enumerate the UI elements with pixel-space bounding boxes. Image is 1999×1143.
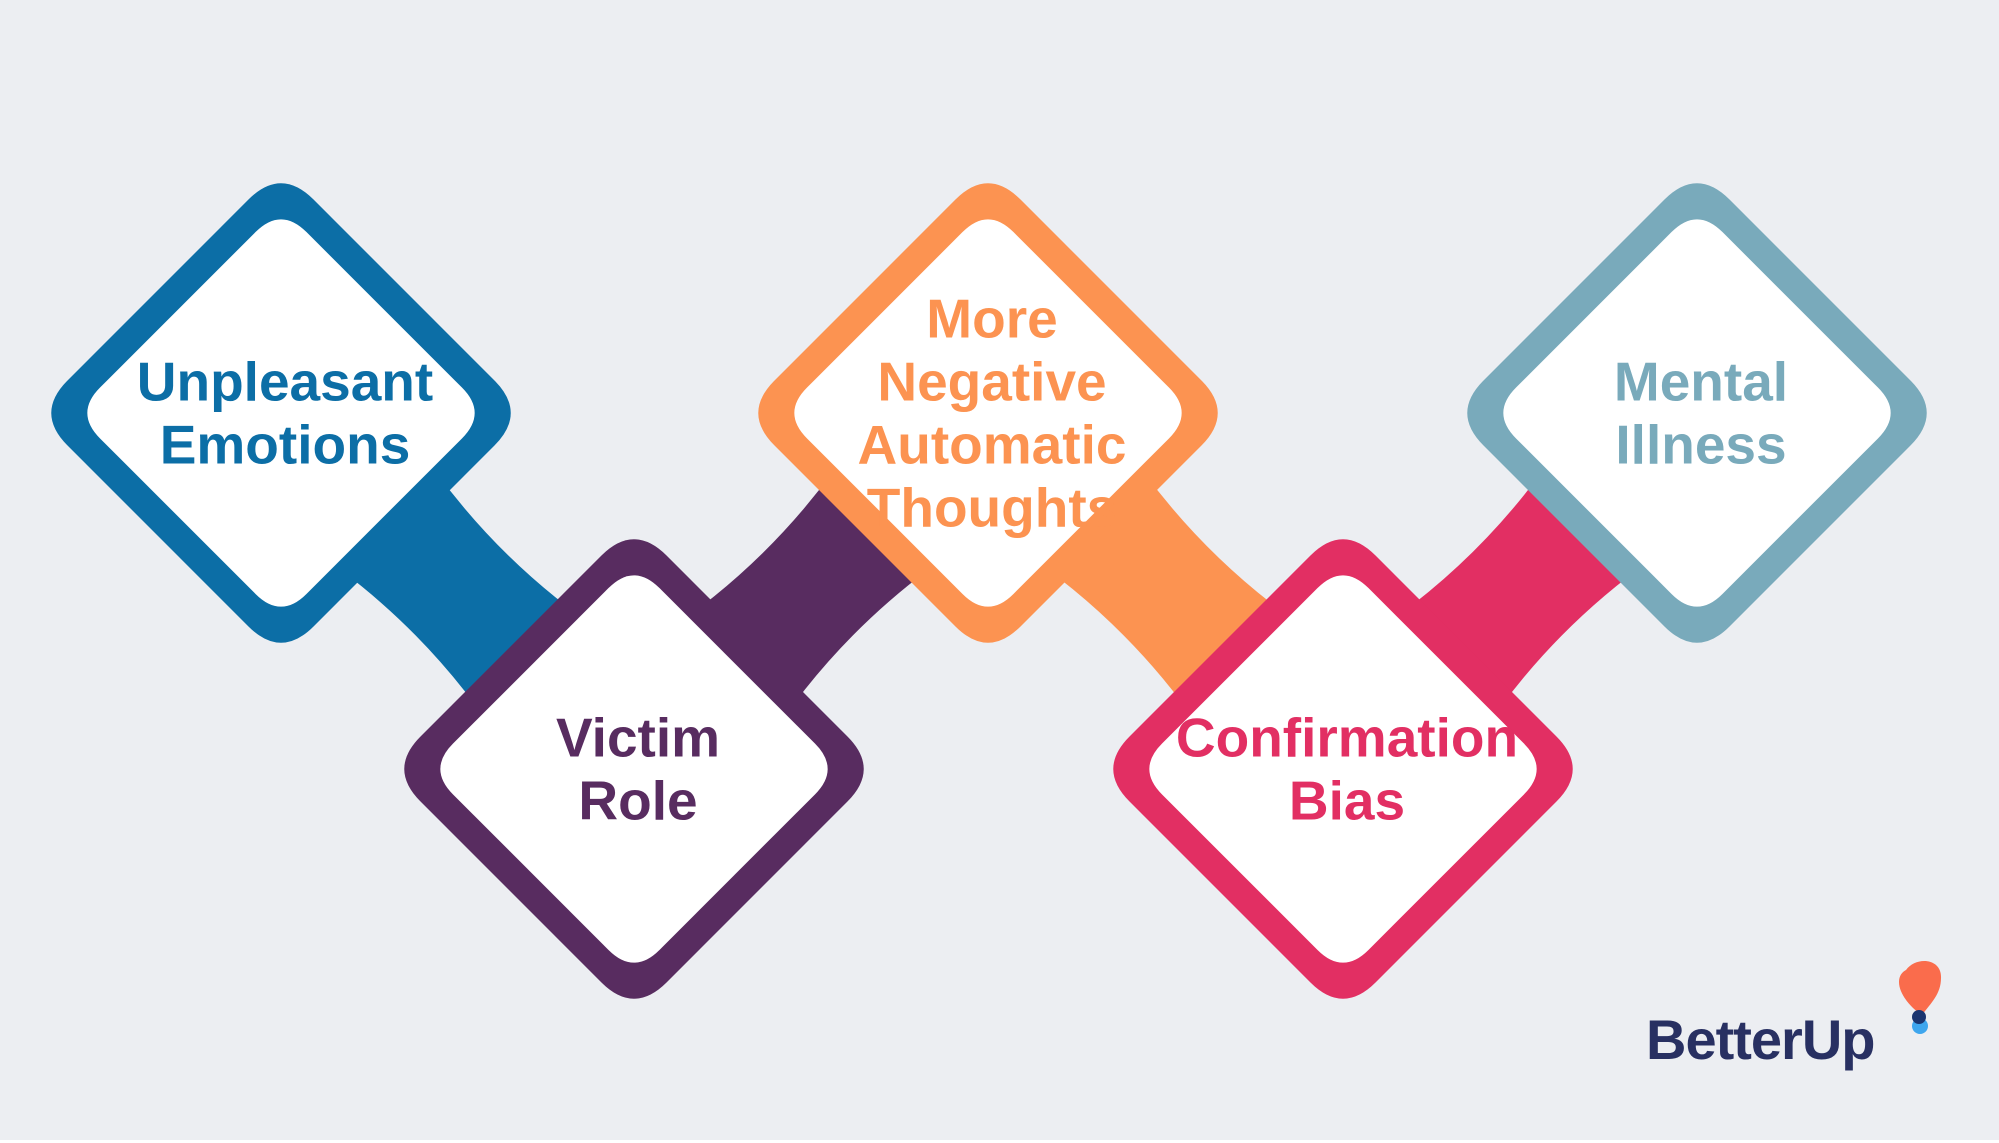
node-label-line: Unpleasant xyxy=(137,351,433,413)
node-label-line: Bias xyxy=(1289,770,1405,832)
nodes: UnpleasantEmotionsVictimRoleMoreNegative… xyxy=(51,183,1927,999)
node-label-line: Negative xyxy=(877,351,1106,413)
node-fill xyxy=(87,219,475,607)
node-label-line: Role xyxy=(578,770,697,832)
node-fill xyxy=(440,575,828,963)
node-fill xyxy=(794,219,1182,607)
node-label-line: Illness xyxy=(1615,414,1786,476)
node-label-line: Confirmation xyxy=(1176,707,1518,769)
node-label-line: Automatic xyxy=(858,414,1127,476)
brand-mark-icon xyxy=(1899,960,1942,1034)
brand-name: BetterUp xyxy=(1646,1008,1875,1071)
node-label-line: More xyxy=(926,288,1057,350)
brand-logo: BetterUp xyxy=(1640,960,1942,1080)
node-label-line: Thoughts xyxy=(867,477,1117,539)
node-label-line: Mental xyxy=(1614,351,1788,413)
node-fill xyxy=(1149,575,1537,963)
node-label-line: Emotions xyxy=(160,414,411,476)
node-label-line: Victim xyxy=(556,707,720,769)
node-fill xyxy=(1503,219,1891,607)
